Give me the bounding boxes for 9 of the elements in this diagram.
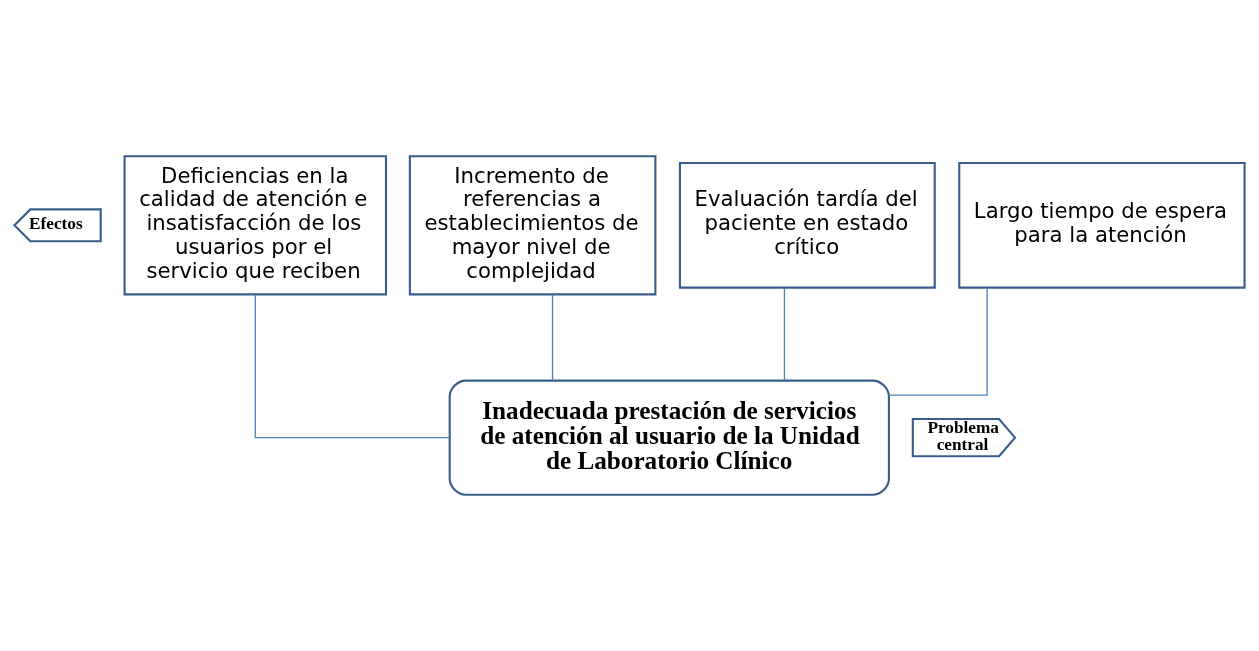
node-box: Deficiencias en la calidad de atención e insatisfacción de los usuarios por el servicio que reciben <box>123 155 388 296</box>
connector <box>783 287 786 381</box>
node-box: Evaluación tardía del paciente en estado crítico <box>678 161 936 289</box>
node-box: Largo tiempo de espera para la atención <box>958 161 1246 289</box>
connector <box>551 293 554 381</box>
node-box: Inadecuada prestación de servicios de atención al usuario de la Unidad de Laboratorio Clínico <box>448 379 890 496</box>
connector <box>254 294 451 439</box>
node-box: Incremento de referencias a establecimientos de mayor nivel de complejidad <box>408 155 657 296</box>
connector <box>888 287 988 396</box>
